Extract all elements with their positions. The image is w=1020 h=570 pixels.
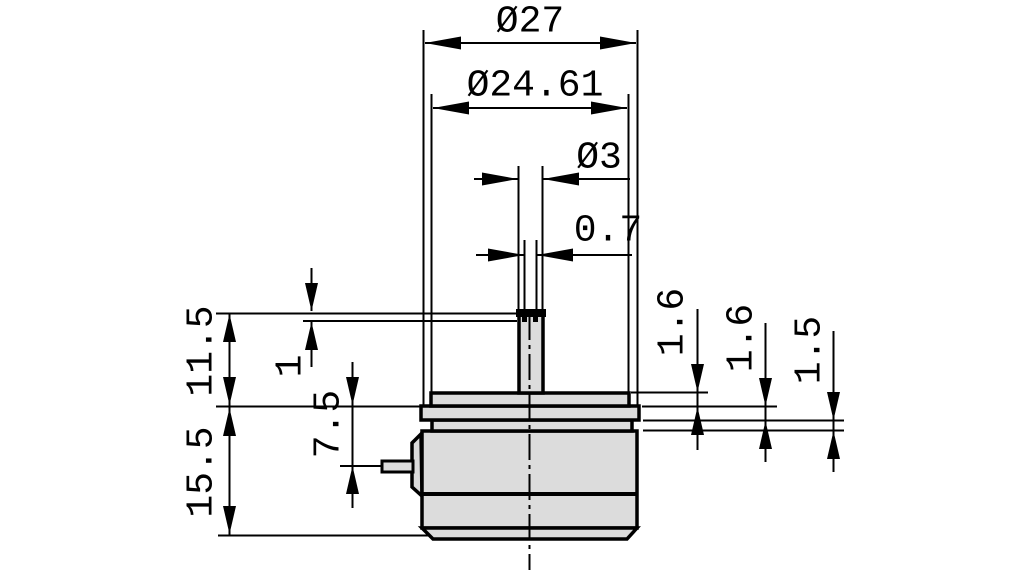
dim-top-plate-thickness: 1.6 (631, 288, 777, 450)
component-shaft (517, 309, 545, 395)
dim-label-terminal-offset: 7.5 (308, 390, 351, 458)
component-terminal-pin (380, 459, 415, 474)
shaft-slot-marks (522, 314, 538, 322)
dim-slot-depth: 1 (270, 268, 517, 378)
arrowhead-up (305, 322, 318, 350)
dim-label-body-height: 15.5 (181, 426, 224, 517)
arrowhead-down (305, 283, 318, 311)
slot-mark-right (533, 314, 538, 322)
arrowhead-up (346, 466, 359, 494)
arrowhead-left (537, 248, 573, 262)
arrowhead-right (591, 101, 627, 115)
dim-flange-thickness: 1.6 (643, 304, 844, 462)
arrowhead-right (600, 36, 636, 50)
dim-ring-thickness: 1.5 (643, 316, 844, 472)
arrowhead-down (759, 378, 772, 406)
dim-label-top-plate-thickness: 1.6 (652, 288, 695, 356)
arrowhead-up (223, 314, 236, 342)
arrowhead-left (433, 101, 469, 115)
component (380, 309, 641, 570)
arrowhead-down (827, 392, 840, 420)
dim-outer-diameter: Ø27 (422, 1, 639, 406)
arrowhead-down (691, 364, 704, 392)
arrowhead-right (482, 172, 518, 186)
dim-label-slot-width: 0.7 (574, 210, 642, 253)
dim-label-slot-depth: 1 (270, 355, 313, 378)
shaft-top-face (516, 309, 546, 317)
arrowhead-up (759, 421, 772, 449)
dim-label-shaft-height: 11.5 (181, 305, 224, 396)
dim-flange-diameter: Ø24.61 (430, 65, 630, 393)
slot-mark-left (522, 314, 527, 322)
arrowhead-left (543, 172, 579, 186)
dim-body-height: 15.5 (181, 407, 429, 537)
dim-label-flange-thickness: 1.6 (721, 304, 764, 372)
arrowhead-right (488, 248, 524, 262)
dim-label-shaft-diameter: Ø3 (576, 137, 622, 180)
dim-label-outer-diameter: Ø27 (496, 1, 564, 44)
dim-terminal-offset: 7.5 (308, 362, 383, 508)
dim-label-flange-diameter: Ø24.61 (467, 65, 604, 108)
dim-shaft-diameter: Ø3 (474, 137, 630, 311)
arrowhead-down (223, 377, 236, 405)
arrowhead-down (223, 506, 236, 534)
arrowhead-up (827, 431, 840, 459)
arrowhead-left (425, 36, 461, 50)
dim-slot-width: 0.7 (476, 210, 642, 316)
arrowhead-up (223, 408, 236, 436)
arrowhead-down (346, 377, 359, 405)
dim-shaft-height: 11.5 (181, 305, 519, 408)
dim-label-ring-thickness: 1.5 (789, 316, 832, 384)
